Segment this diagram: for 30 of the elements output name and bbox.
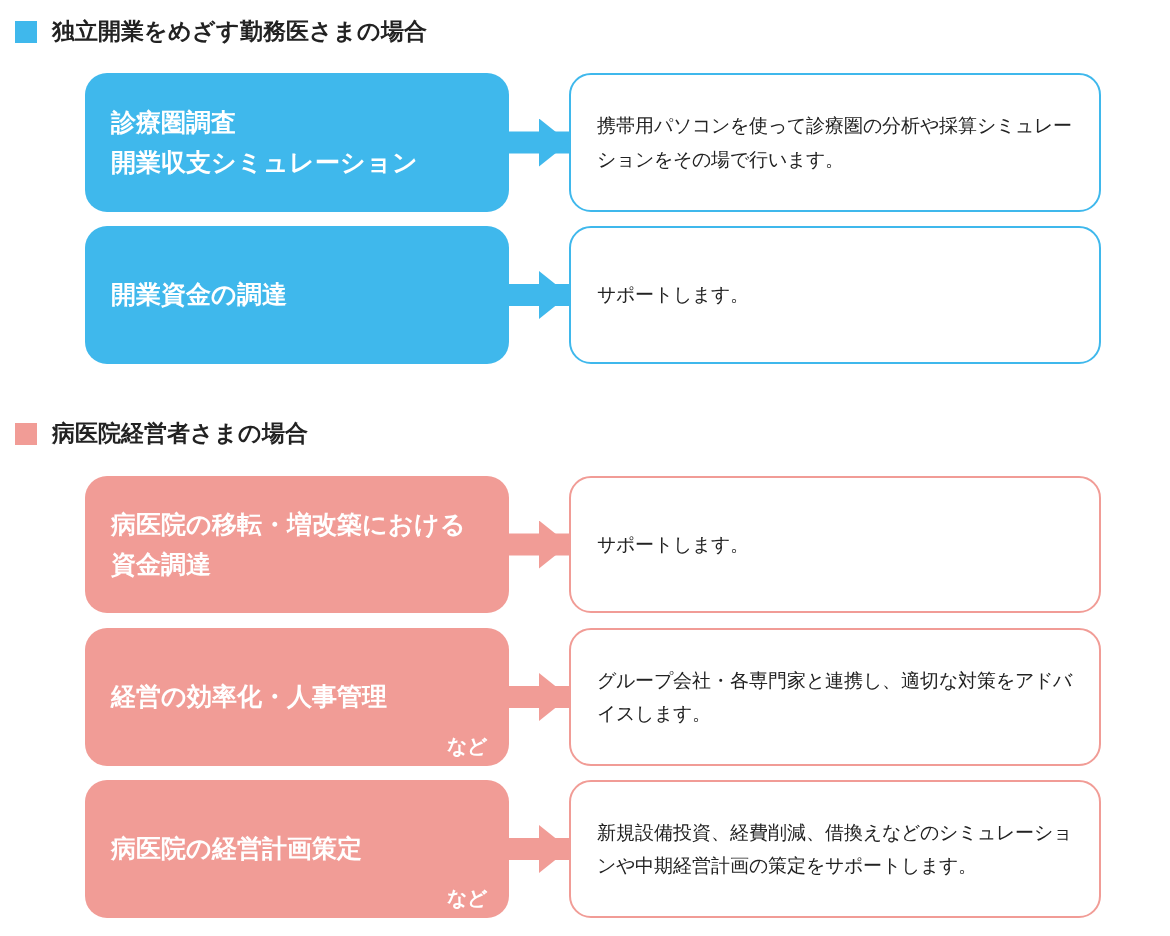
- service-box: [85, 73, 509, 212]
- description-box: [569, 226, 1101, 364]
- description-text: サポートします。: [597, 531, 750, 557]
- description-box: [569, 73, 1101, 212]
- service-title: 開業資金の調達: [111, 279, 288, 311]
- description-text: 携帯用パソコンを使って診療圏の分析や採算シミュレーションをその場で行います。: [597, 113, 1073, 172]
- description-box: [569, 780, 1101, 918]
- service-title: 病医院の経営計画策定: [111, 833, 363, 865]
- note-text: など: [447, 888, 487, 908]
- description-box: [569, 476, 1101, 613]
- service-box: [85, 780, 509, 918]
- service-box: [85, 226, 509, 364]
- service-title: 診療圏調査: [111, 106, 237, 139]
- note-text: など: [447, 736, 487, 756]
- service-box: [85, 628, 509, 766]
- description-text: 新規設備投資、経費削減、借換えなどのシミュレーションや中期経営計画の策定をサポートします。: [597, 819, 1073, 878]
- arrow: [509, 825, 569, 873]
- service-box: [85, 476, 509, 613]
- section-heading: 病医院経営者さまの場合: [52, 422, 308, 445]
- arrow: [509, 520, 569, 569]
- service-title: 経営の効率化・人事管理: [111, 681, 388, 713]
- arrow: [509, 673, 569, 721]
- description-text: サポートします。: [597, 282, 750, 308]
- arrow: [509, 271, 569, 319]
- service-title: 病医院の移転・増改築における資金調達: [111, 508, 467, 581]
- service-title: 開業収支シミュレーション: [111, 146, 419, 179]
- description-text: グループ会社・各専門家と連携し、適切な対策をアドバイスします。: [597, 667, 1073, 726]
- description-box: [569, 628, 1101, 766]
- section-heading: 独立開業をめざす勤務医さまの場合: [52, 20, 427, 43]
- arrow: [509, 118, 569, 167]
